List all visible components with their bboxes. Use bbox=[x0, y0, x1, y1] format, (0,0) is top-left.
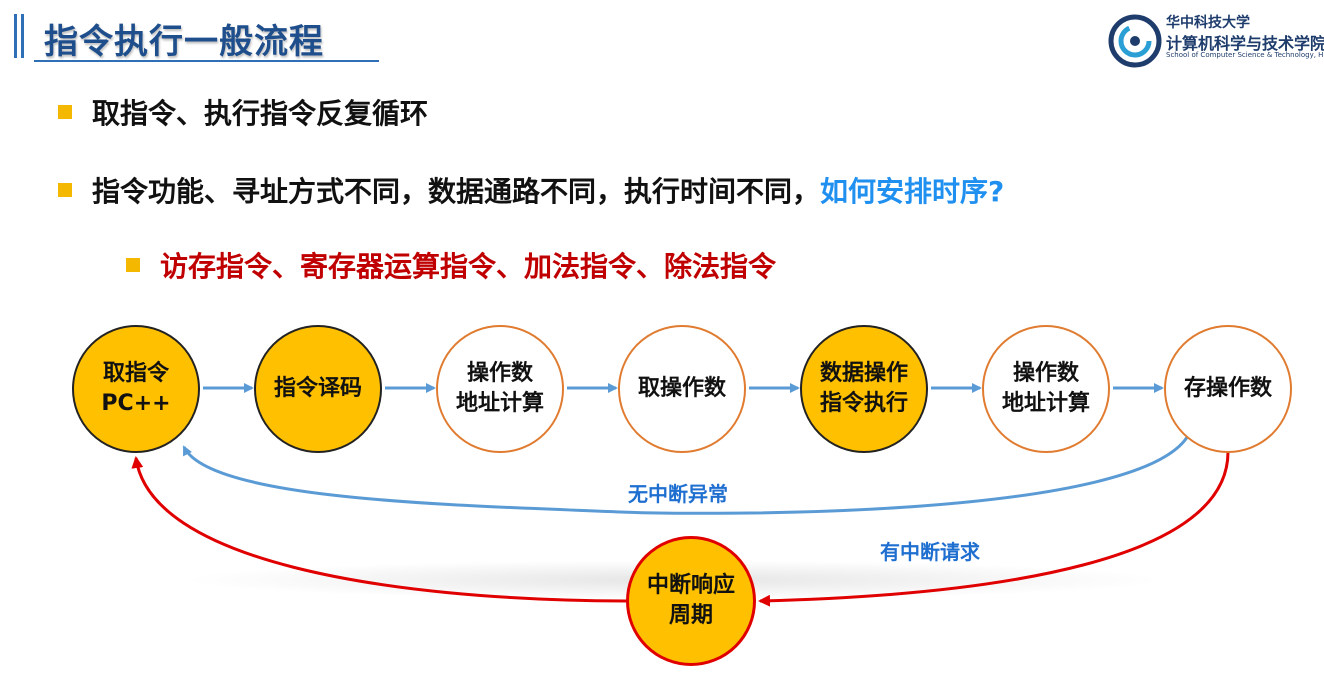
node-label: 地址计算 bbox=[1001, 391, 1090, 416]
no-interrupt-label: 无中断异常 bbox=[628, 482, 728, 506]
interrupt-arrow bbox=[758, 451, 1230, 607]
bullet-item: 指令功能、寻址方式不同，数据通路不同，执行时间不同， 如何安排时序? bbox=[58, 170, 1004, 210]
bullet-text: 指令功能、寻址方式不同，数据通路不同，执行时间不同， bbox=[92, 175, 821, 208]
node-label: 操作数 bbox=[466, 361, 533, 386]
node-label: 取操作数 bbox=[637, 376, 726, 401]
node-result-address: 操作数地址计算 bbox=[982, 325, 1110, 453]
title-bar: 指令执行一般流程 bbox=[14, 12, 379, 62]
node-label: PC++ bbox=[101, 391, 171, 416]
node-operand-address: 操作数地址计算 bbox=[436, 325, 564, 453]
node-label: 操作数 bbox=[1012, 361, 1079, 386]
node-label: 指令执行 bbox=[819, 391, 908, 416]
logo-school-name: 计算机科学与技术学院 bbox=[1166, 34, 1324, 53]
node-label: 数据操作 bbox=[819, 361, 908, 386]
title-bar-accent bbox=[14, 14, 17, 58]
bullet-highlight: 如何安排时序? bbox=[820, 175, 1005, 208]
page-title: 指令执行一般流程 bbox=[44, 22, 324, 62]
sub-bullet-item: 访存指令、寄存器运算指令、加法指令、除法指令 bbox=[126, 245, 776, 285]
logo-university-name: 华中科技大学 bbox=[1166, 15, 1250, 31]
university-logo: 华中科技大学 计算机科学与技术学院 School of Computer Sci… bbox=[1108, 10, 1324, 70]
interrupt-request-label: 有中断请求 bbox=[880, 540, 980, 564]
node-label: 地址计算 bbox=[455, 391, 544, 416]
node-decode: 指令译码 bbox=[254, 325, 382, 453]
sub-bullet-text: 访存指令、寄存器运算指令、加法指令、除法指令 bbox=[160, 250, 777, 283]
logo-school-english: School of Computer Science & Technology,… bbox=[1166, 51, 1324, 59]
node-label: 取指令 bbox=[102, 361, 169, 386]
bullet-text: 取指令、执行指令反复循环 bbox=[92, 97, 429, 130]
loop-back-arrow bbox=[182, 431, 1192, 515]
node-label: 指令译码 bbox=[273, 376, 362, 401]
node-fetch-instruction: 取指令 PC++ bbox=[72, 325, 200, 453]
node-label: 存操作数 bbox=[1183, 376, 1272, 401]
node-label: 周期 bbox=[668, 603, 713, 628]
title-bar-accent bbox=[21, 14, 24, 58]
node-execute: 数据操作指令执行 bbox=[800, 325, 928, 453]
node-fetch-operand: 取操作数 bbox=[618, 325, 746, 453]
title-underline bbox=[34, 60, 379, 62]
return-arrow bbox=[131, 456, 627, 603]
node-store-operand: 存操作数 bbox=[1164, 325, 1292, 453]
bullet-square-icon bbox=[58, 105, 72, 119]
node-label: 中断响应 bbox=[646, 573, 735, 598]
bullet-square-icon bbox=[58, 183, 72, 197]
bullet-item: 取指令、执行指令反复循环 bbox=[58, 92, 428, 132]
hust-emblem-icon bbox=[1108, 14, 1162, 68]
node-interrupt-cycle: 中断响应周期 bbox=[626, 536, 756, 666]
bullet-square-icon bbox=[126, 258, 140, 272]
